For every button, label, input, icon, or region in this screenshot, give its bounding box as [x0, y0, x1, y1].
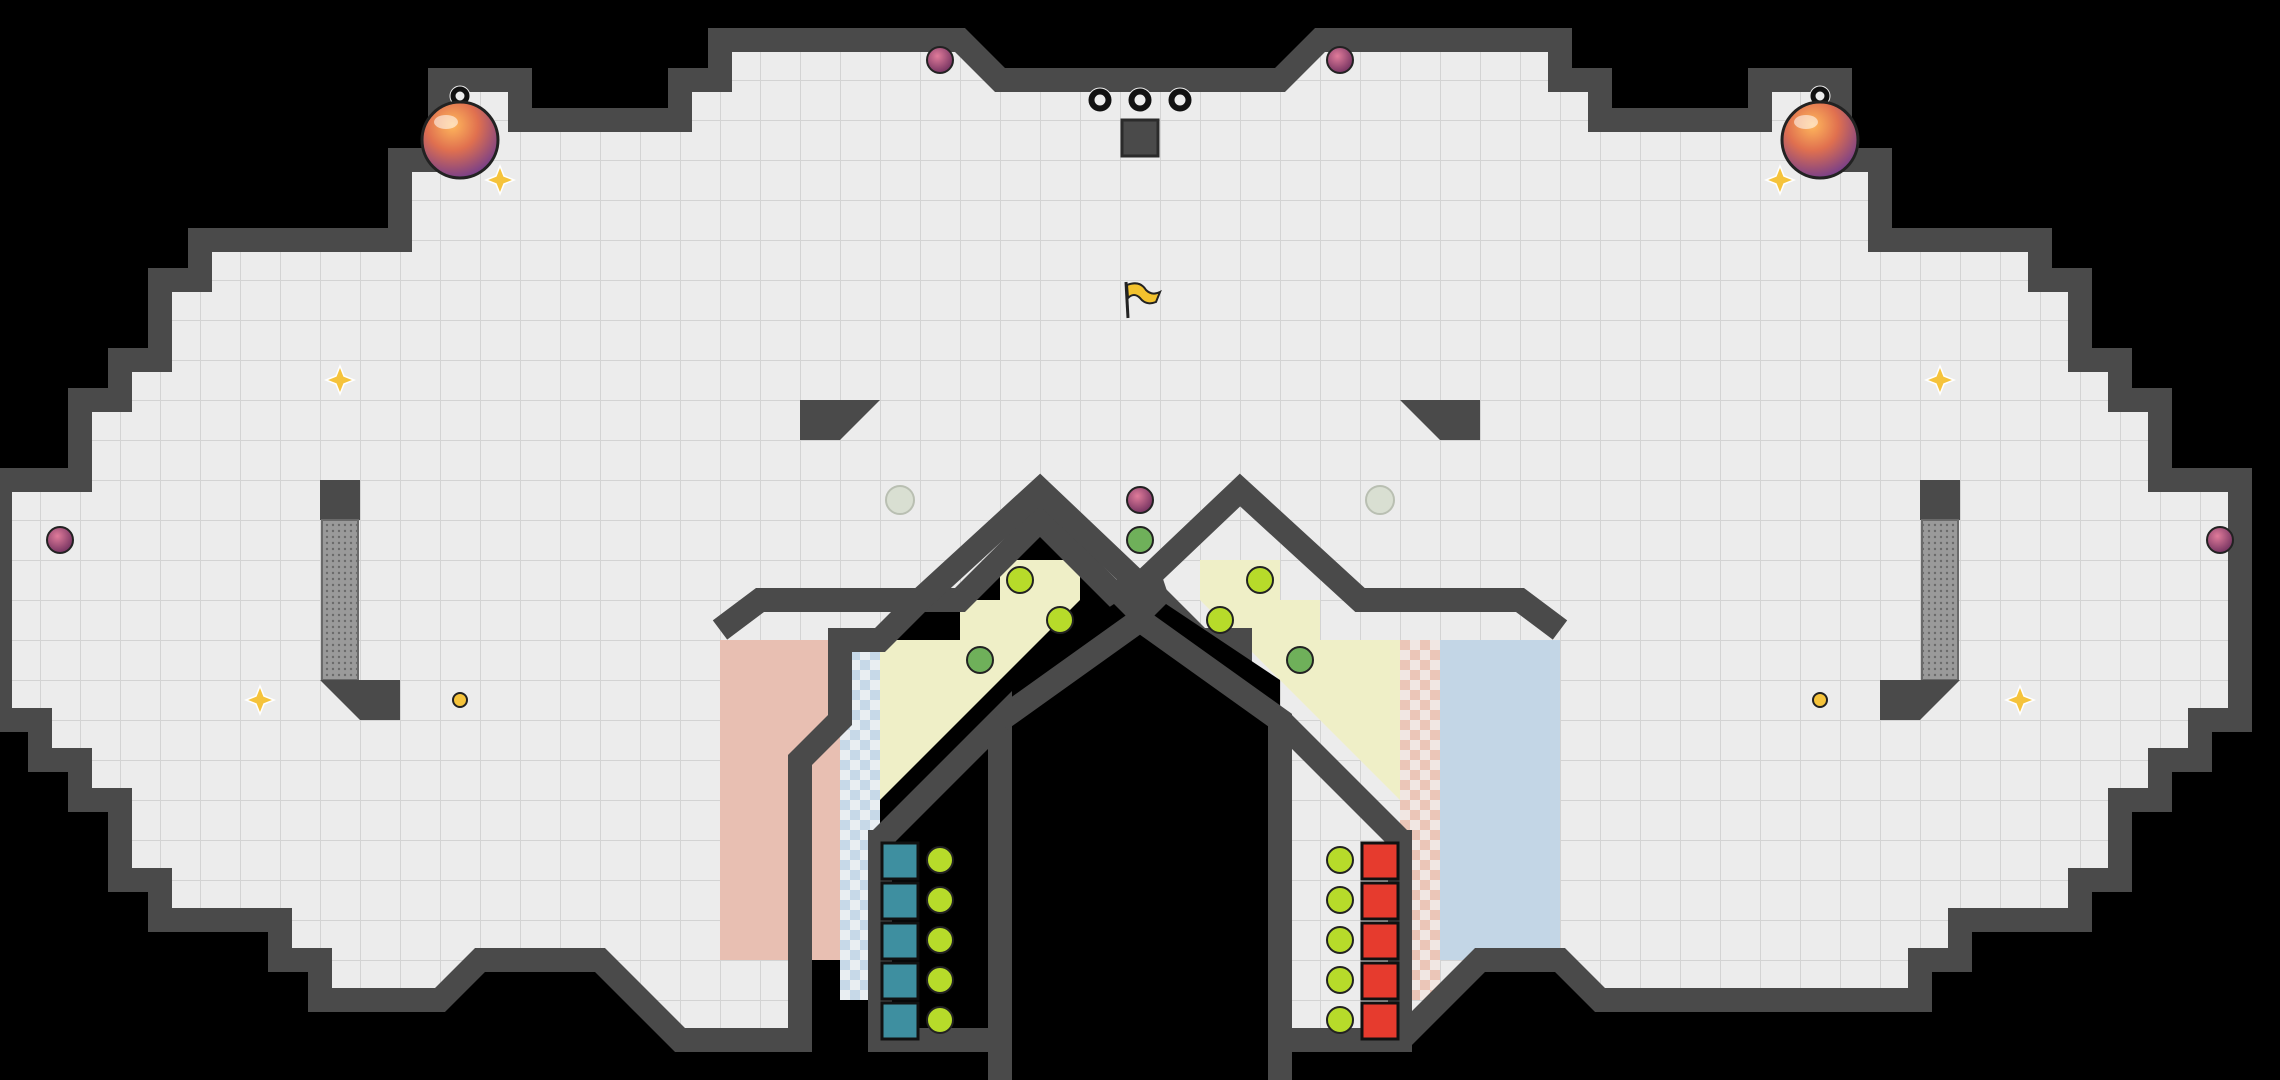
special-pellet-icon — [1126, 526, 1154, 554]
bombs — [46, 46, 2234, 554]
empty-slot-icon — [1365, 485, 1395, 515]
arena-floor — [0, 40, 2240, 1040]
red-crate-icon — [1360, 961, 1400, 1001]
blue-crate-icon — [880, 881, 920, 921]
bomb-icon — [2206, 526, 2234, 554]
flag-icon — [1124, 281, 1162, 319]
yellow-zone-left — [880, 560, 1080, 800]
blue-crate-icon — [880, 1001, 920, 1041]
blue-crate-icon — [880, 921, 920, 961]
special-pellet-icon — [966, 646, 994, 674]
sparkle-icon — [323, 363, 357, 397]
bomb-icon — [1126, 486, 1154, 514]
pellet-icon — [1006, 566, 1034, 594]
pellet-icon — [1326, 886, 1354, 914]
center-block — [1120, 118, 1160, 158]
power-orb-icon — [420, 100, 500, 180]
yellow-zone-right — [1200, 560, 1400, 800]
blue-crate-icon — [880, 961, 920, 1001]
red-crate-icon — [1360, 841, 1400, 881]
pillar-left-foot — [320, 680, 400, 720]
spike-gear-icon — [1087, 87, 1113, 113]
pellet-icon — [926, 846, 954, 874]
pillar-left-cap — [320, 480, 360, 520]
pellet-icon — [926, 1006, 954, 1034]
special-pellet-icon — [1286, 646, 1314, 674]
pellet-column-left — [926, 846, 954, 1034]
pellet-icon — [1326, 966, 1354, 994]
red-crate-icon — [1360, 921, 1400, 961]
sparkle-icon — [243, 683, 277, 717]
bomb-icon — [926, 46, 954, 74]
bomb-icon — [1326, 46, 1354, 74]
pellet-icon — [1326, 846, 1354, 874]
sparkle-icon — [483, 163, 517, 197]
special-pellets — [966, 526, 1314, 674]
red-crate-icon — [1360, 881, 1400, 921]
sparkle-icon — [1923, 363, 1957, 397]
power-orb-icon — [1780, 100, 1860, 180]
pillar-right-foot — [1880, 680, 1960, 720]
spike-gear-icon — [1127, 87, 1153, 113]
sparkle-icon — [1763, 163, 1797, 197]
sparkles — [243, 163, 2037, 717]
coin-icon — [452, 692, 468, 708]
red-crate-icon — [1360, 1001, 1400, 1041]
pillar-left-grate — [321, 519, 359, 681]
bomb-icon — [46, 526, 74, 554]
pillar-right-grate — [1921, 519, 1959, 681]
blue-crate-column — [880, 841, 920, 1041]
pillar-right-cap — [1920, 480, 1960, 520]
pellet-column-right — [1326, 846, 1354, 1034]
pellet-icon — [926, 926, 954, 954]
pellet-icon — [1246, 566, 1274, 594]
red-team-zone — [720, 640, 840, 960]
red-crate-column — [1360, 841, 1400, 1041]
empty-slot-icon — [885, 485, 915, 515]
ledge-left — [800, 400, 880, 440]
pellet-icon — [1046, 606, 1074, 634]
coin-icon — [1812, 692, 1828, 708]
pellet-icon — [1206, 606, 1234, 634]
pellet-icon — [926, 966, 954, 994]
blue-team-zone — [1440, 640, 1560, 960]
ledge-right — [1400, 400, 1480, 440]
blue-crate-icon — [880, 841, 920, 881]
pellet-icon — [926, 886, 954, 914]
center-notch — [1110, 570, 1170, 630]
pellet-icon — [1326, 926, 1354, 954]
pellet-icon — [1326, 1006, 1354, 1034]
sparkle-icon — [2003, 683, 2037, 717]
central-pit — [1000, 600, 1280, 1080]
spike-gear-icon — [1167, 87, 1193, 113]
pellets-yellow — [1006, 566, 1274, 634]
